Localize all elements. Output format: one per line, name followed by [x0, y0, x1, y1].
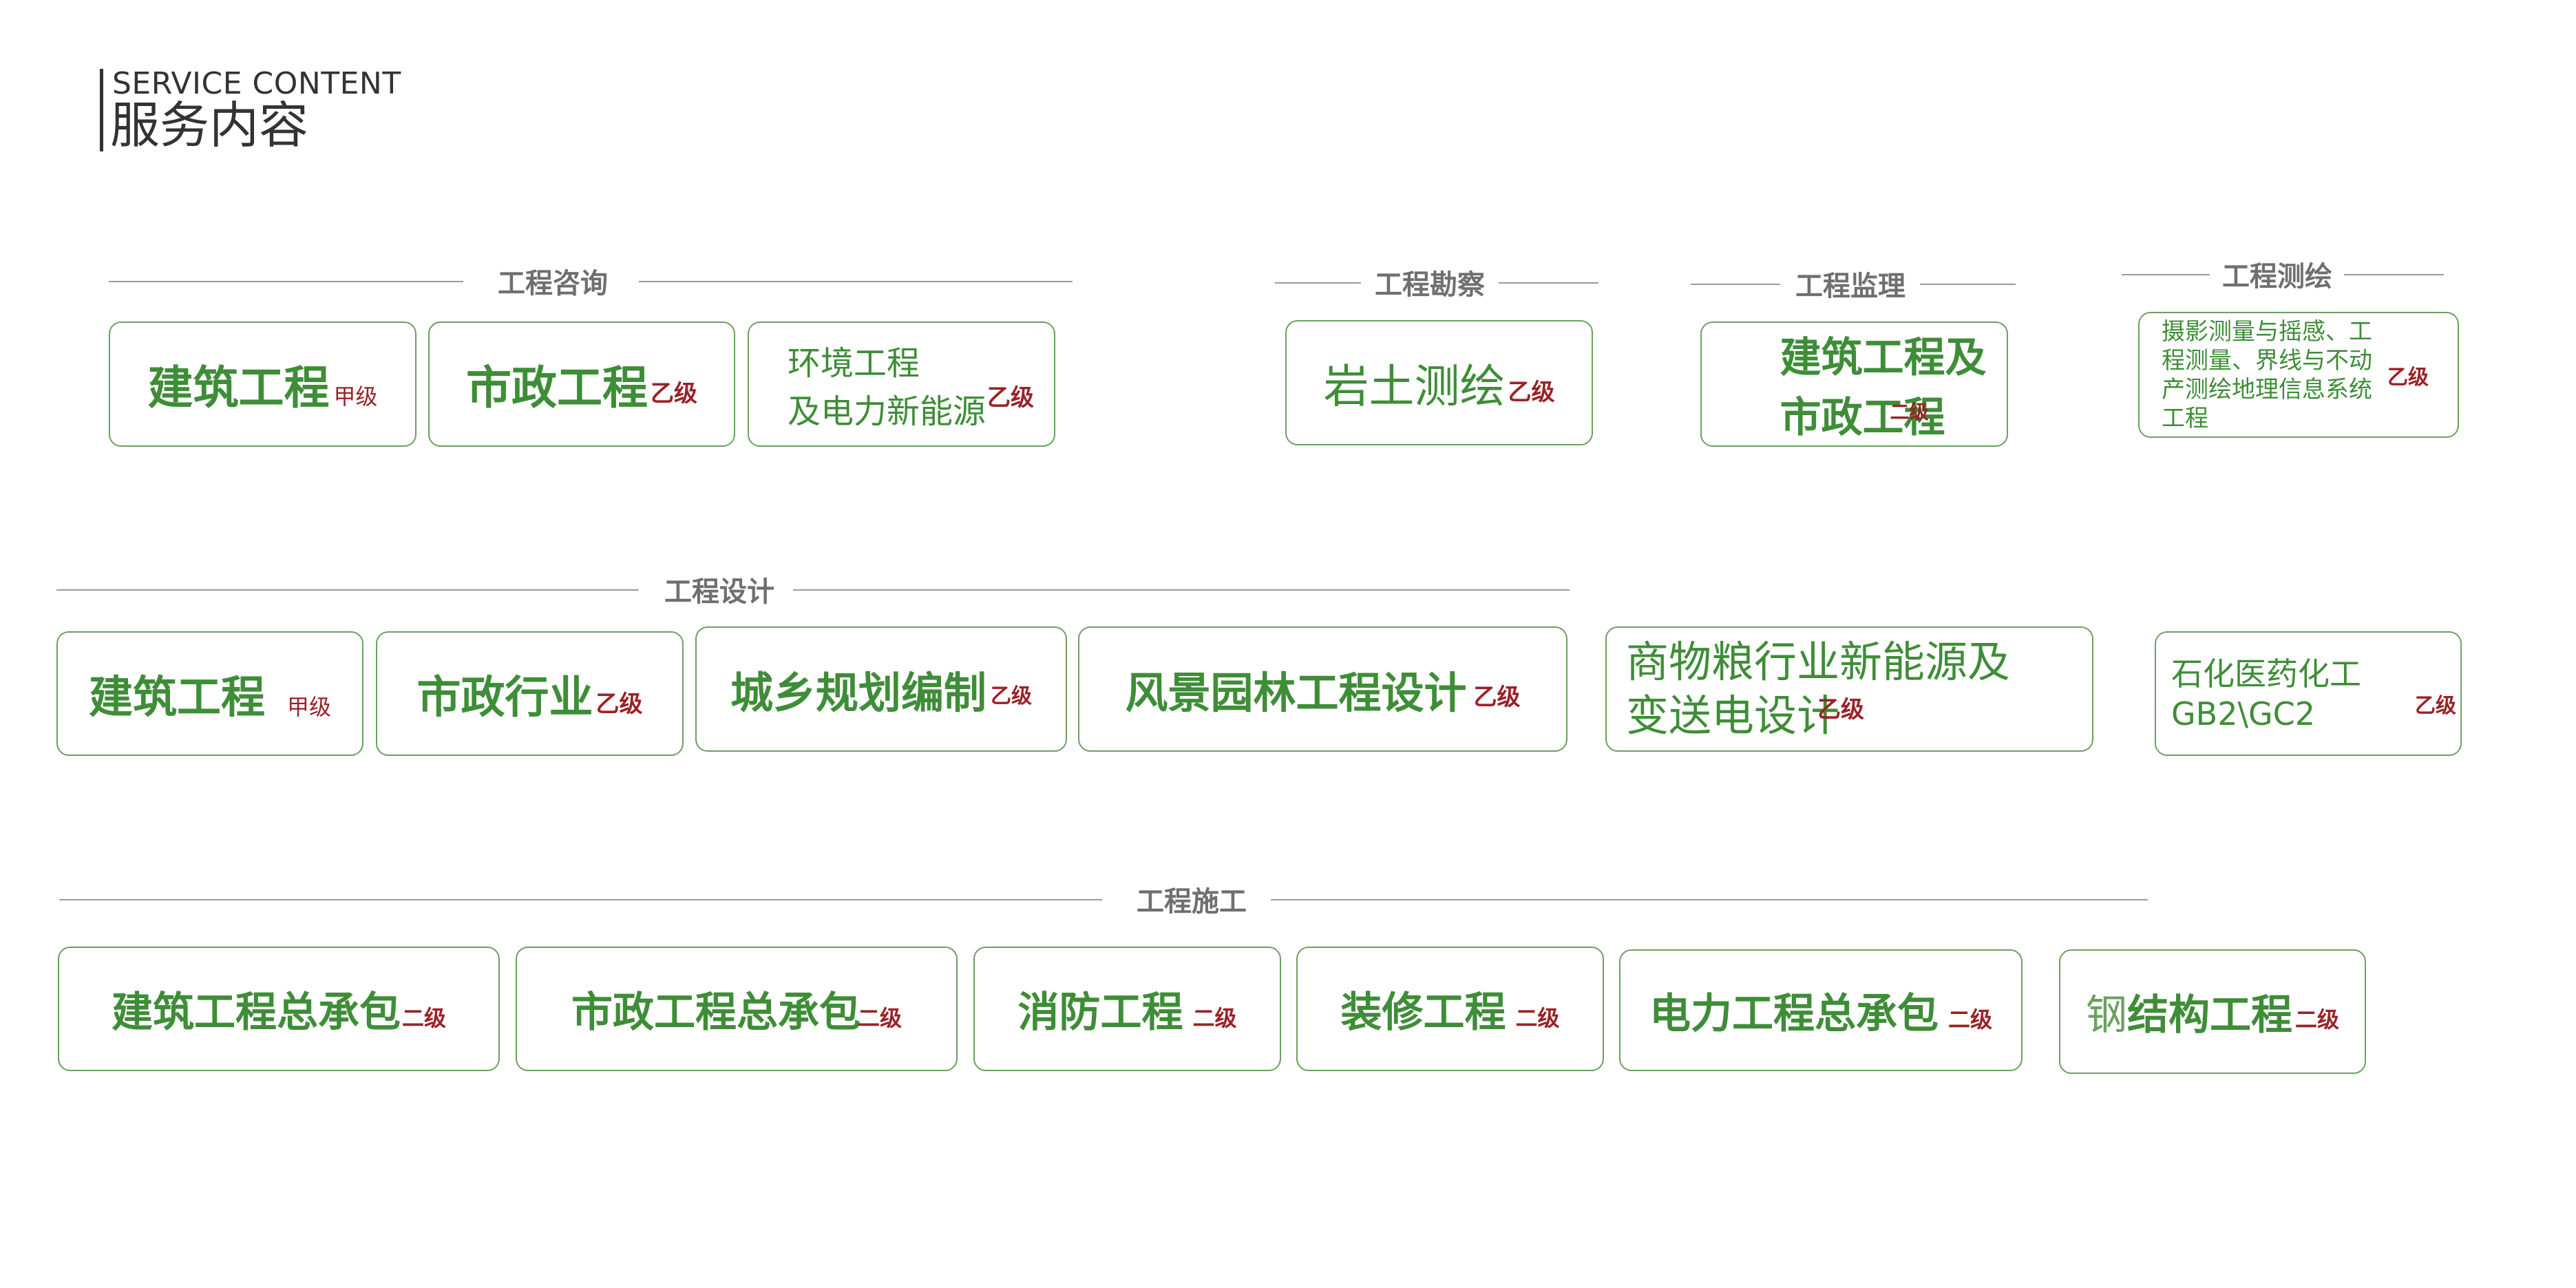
- card-con-fire[interactable]: 消防工程 二级: [973, 947, 1281, 1071]
- section-title: 工程勘察: [1375, 269, 1485, 301]
- grade-label: 乙级: [2387, 365, 2429, 390]
- section-consult: 工程咨询: [109, 260, 1073, 302]
- card-main-label: 市政工程总承包: [571, 989, 861, 1037]
- card-main-label: 市政工程: [466, 361, 648, 414]
- card-main-label: 装修工程: [1340, 989, 1506, 1037]
- card-line-1: 摄影测量与摇感、工: [2162, 317, 2372, 346]
- card-line-1: 石化医药化工: [2171, 655, 2361, 693]
- card-main-label: 城乡规划编制: [730, 668, 986, 718]
- card-main-label: 电力工程总承包: [1649, 990, 1939, 1038]
- card-line-1: 建筑工程及: [1780, 334, 1987, 382]
- card-prefix-label: 钢: [2085, 991, 2127, 1039]
- card-main-label: 结构工程: [2126, 991, 2292, 1039]
- card-line-3: 产测绘地理信息系统: [2162, 375, 2372, 403]
- card-main-label: 消防工程: [1017, 989, 1183, 1037]
- card-line-4: 工程: [2162, 404, 2208, 432]
- grade-label: 甲级: [333, 383, 378, 410]
- grade-label: 乙级: [1508, 379, 1555, 406]
- card-main-label: 市政行业: [416, 672, 593, 724]
- card-design-building[interactable]: 建筑工程 甲级: [56, 631, 363, 756]
- grade-label: 二级: [2294, 1006, 2339, 1033]
- card-main-label: 建筑工程: [147, 361, 330, 414]
- section-title: 工程咨询: [498, 268, 608, 299]
- section-title: 工程设计: [664, 576, 774, 608]
- grade-label: 乙级: [1817, 696, 1865, 724]
- header-title-en: SERVICE CONTENT: [112, 66, 401, 101]
- grade-label: 二级: [401, 1005, 446, 1031]
- card-mapping[interactable]: 摄影测量与摇感、工 程测量、界线与不动 产测绘地理信息系统 工程 乙级: [2138, 312, 2459, 438]
- grade-label: 乙级: [991, 684, 1032, 708]
- card-survey-geo[interactable]: 岩土测绘 乙级: [1285, 320, 1593, 445]
- card-main-label: 风景园林工程设计: [1125, 668, 1467, 718]
- section-title: 工程监理: [1795, 271, 1905, 302]
- section-survey: 工程勘察: [1275, 262, 1598, 303]
- card-design-municipal[interactable]: 市政行业 乙级: [376, 631, 684, 756]
- card-con-decor[interactable]: 装修工程 二级: [1296, 947, 1604, 1071]
- card-consult-env[interactable]: 环境工程 及电力新能源 乙级: [748, 321, 1055, 447]
- section-title: 工程测绘: [2222, 261, 2332, 293]
- section-supervise: 工程监理: [1691, 263, 2016, 304]
- card-design-grain[interactable]: 商物粮行业新能源及 变送电设计 乙级: [1605, 626, 2093, 752]
- card-con-municipal[interactable]: 市政工程总承包 二级: [516, 947, 958, 1071]
- card-line-2: 市政工程: [1780, 394, 1945, 442]
- card-line-2: 及电力新能源: [788, 392, 986, 431]
- card-con-steel[interactable]: 钢 结构工程 二级: [2059, 949, 2366, 1074]
- card-design-landscape[interactable]: 风景园林工程设计 乙级: [1078, 626, 1567, 752]
- grade-label: 乙级: [595, 690, 643, 718]
- grade-label: 二级: [1515, 1005, 1560, 1031]
- card-design-petro[interactable]: 石化医药化工 GB2\GC2 乙级: [2155, 631, 2462, 756]
- section-design: 工程设计: [56, 569, 1570, 610]
- card-con-power[interactable]: 电力工程总承包 二级: [1619, 949, 2023, 1071]
- card-supervise[interactable]: 建筑工程及 市政工程 二级: [1700, 321, 2008, 447]
- grade-label: 乙级: [987, 384, 1035, 412]
- grade-label: 二级: [1890, 401, 1929, 423]
- card-line-2: GB2\GC2: [2171, 695, 2315, 732]
- grade-label: 二级: [1192, 1005, 1237, 1031]
- card-line-1: 环境工程: [788, 344, 920, 383]
- section-mapping: 工程测绘: [2122, 253, 2444, 295]
- card-design-urban[interactable]: 城乡规划编制 乙级: [695, 626, 1067, 752]
- card-line-2: 变送电设计: [1626, 690, 1840, 741]
- grade-label: 二级: [857, 1005, 902, 1031]
- card-line-2: 程测量、界线与不动: [2162, 346, 2372, 374]
- card-main-label: 岩土测绘: [1323, 360, 1506, 413]
- grade-label: 乙级: [2415, 694, 2456, 718]
- card-main-label: 建筑工程总承包: [111, 989, 401, 1037]
- card-main-label: 建筑工程: [88, 672, 265, 724]
- grade-label: 二级: [1947, 1006, 1992, 1033]
- section-construction: 工程施工: [59, 878, 2148, 920]
- grade-label: 甲级: [286, 694, 331, 720]
- grade-label: 乙级: [651, 380, 697, 408]
- grade-label: 乙级: [1473, 684, 1521, 711]
- card-line-1: 商物粮行业新能源及: [1626, 637, 2011, 687]
- section-title: 工程施工: [1137, 886, 1247, 918]
- header-title-cn: 服务内容: [110, 96, 309, 154]
- header-bar: [100, 69, 103, 151]
- card-consult-building[interactable]: 建筑工程 甲级: [109, 321, 416, 447]
- card-con-building[interactable]: 建筑工程总承包 二级: [58, 947, 500, 1071]
- card-consult-municipal[interactable]: 市政工程 乙级: [428, 321, 735, 447]
